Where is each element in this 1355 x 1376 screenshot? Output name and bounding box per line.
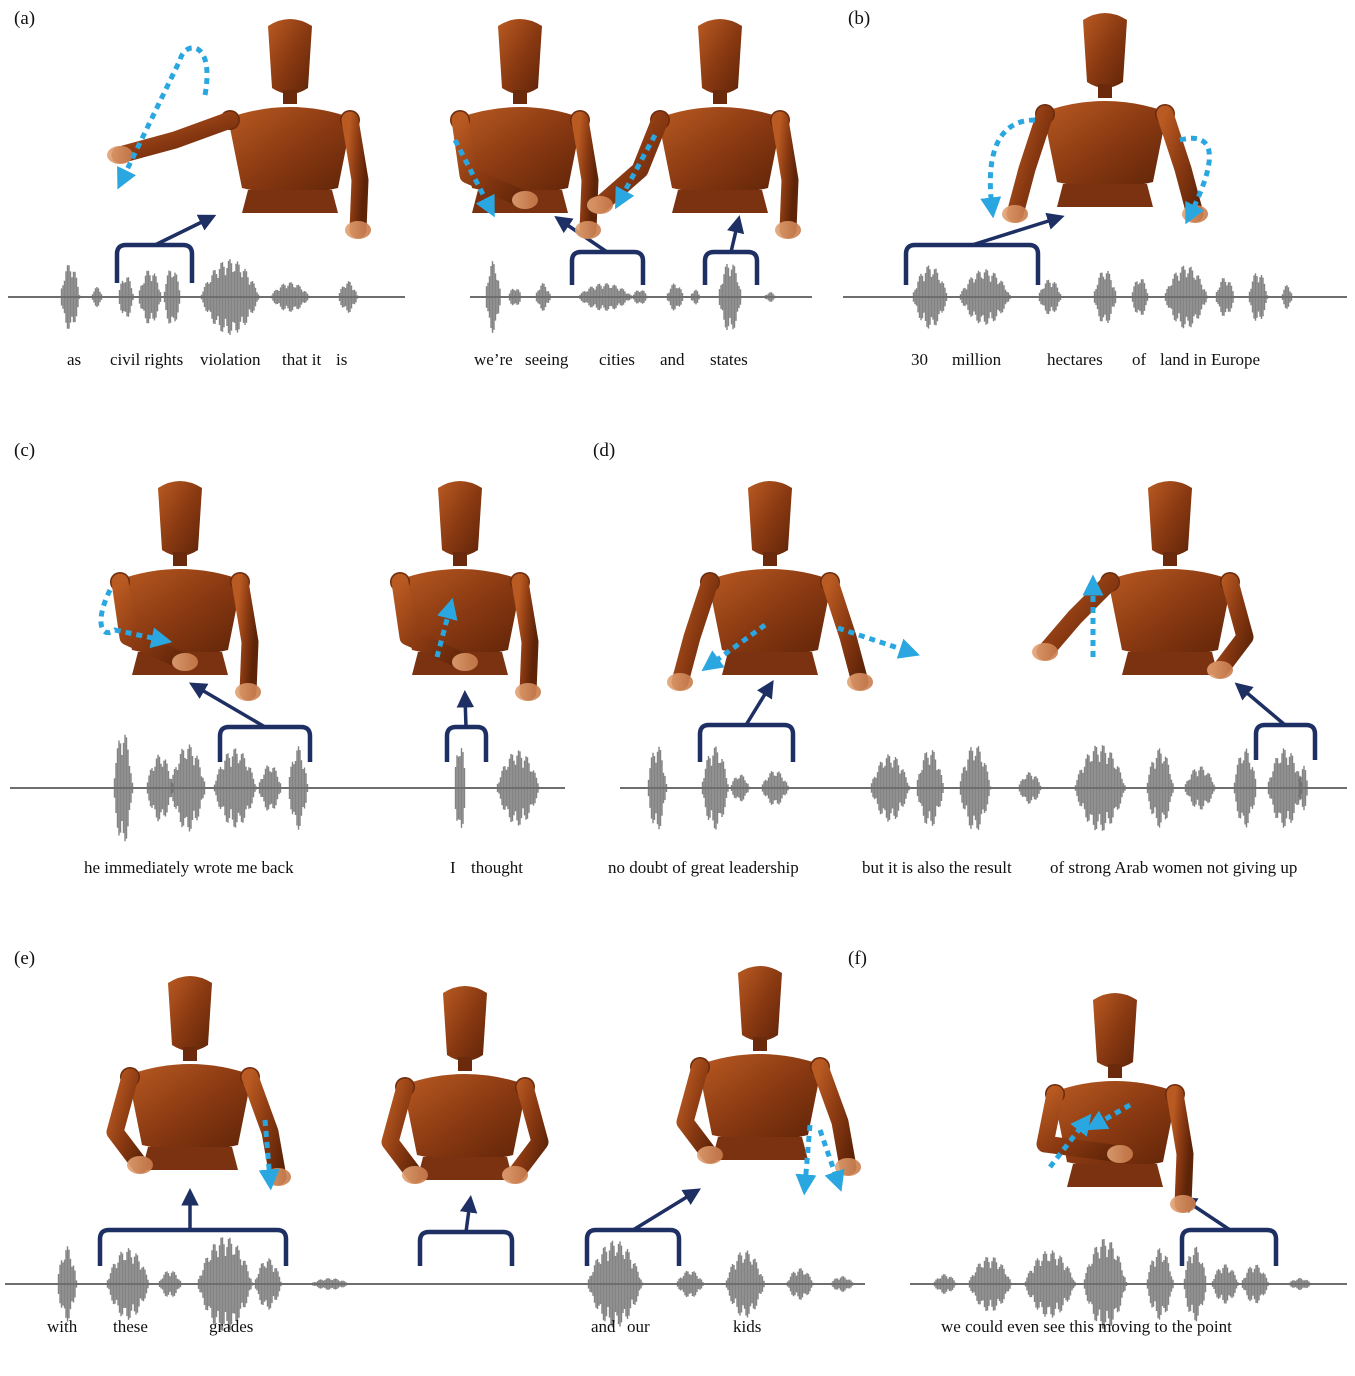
transcript-word: is (336, 351, 347, 368)
transcript-word: kids (733, 1318, 761, 1335)
wooden-mannequin-icon (1032, 481, 1245, 679)
wooden-mannequin-icon (450, 19, 601, 239)
wooden-mannequin-icon (107, 19, 371, 239)
panel-label-a: (a) (14, 8, 35, 30)
audio-waveform (8, 259, 405, 335)
transcript-word: thought (471, 859, 523, 876)
wooden-mannequin-icon (390, 481, 541, 701)
wooden-mannequin-icon (685, 966, 861, 1185)
wooden-mannequin-icon (990, 13, 1209, 223)
segment-bracket-icon (447, 697, 486, 762)
transcript-word: of (1132, 351, 1146, 368)
transcript-word: 30 (911, 351, 928, 368)
transcript-word: I (450, 859, 456, 876)
transcript-word: he immediately wrote me back (84, 859, 294, 876)
segment-bracket-icon (1240, 687, 1315, 760)
transcript-word: cities (599, 351, 635, 368)
wooden-mannequin-icon (1045, 993, 1196, 1213)
transcript-word: these (113, 1318, 148, 1335)
wooden-mannequin-icon (587, 19, 801, 239)
transcript-word: grades (209, 1318, 253, 1335)
audio-waveform (620, 745, 1347, 831)
transcript-word: seeing (525, 351, 568, 368)
panel-label-d: (d) (593, 440, 615, 462)
transcript-word: we could even see this moving to the poi… (941, 1318, 1232, 1335)
audio-waveform (910, 1239, 1347, 1329)
transcript-word: we’re (474, 351, 513, 368)
transcript-word: land in Europe (1160, 351, 1260, 368)
panel-label-f: (f) (848, 948, 867, 970)
transcript-word: of strong Arab women not giving up (1050, 859, 1297, 876)
transcript-word: but it is also the result (862, 859, 1012, 876)
transcript-word: that it (282, 351, 321, 368)
segment-bracket-icon (420, 1202, 512, 1266)
panel-label-b: (b) (848, 8, 870, 30)
transcript-word: states (710, 351, 748, 368)
transcript-word: violation (200, 351, 260, 368)
audio-waveform (843, 266, 1347, 329)
transcript-word: hectares (1047, 351, 1103, 368)
panel-label-c: (c) (14, 440, 35, 462)
transcript-word: no doubt of great leadership (608, 859, 799, 876)
wooden-mannequin-icon (115, 976, 291, 1186)
segment-bracket-icon (560, 220, 643, 285)
wooden-mannequin-icon (667, 481, 910, 691)
transcript-word: million (952, 351, 1001, 368)
audio-waveform (10, 735, 565, 842)
transcript-word: civil rights (110, 351, 183, 368)
transcript-word: as (67, 351, 81, 368)
panel-label-e: (e) (14, 948, 35, 970)
transcript-word: with (47, 1318, 77, 1335)
transcript-word: and (591, 1318, 616, 1335)
transcript-word: and (660, 351, 685, 368)
transcript-word: our (627, 1318, 650, 1335)
wooden-mannequin-icon (101, 481, 261, 701)
mannequin-layer (101, 13, 1245, 1213)
segment-bracket-icon (117, 218, 210, 283)
wooden-mannequin-icon (390, 986, 540, 1184)
dotted-motion-arrow-icon (122, 48, 207, 180)
